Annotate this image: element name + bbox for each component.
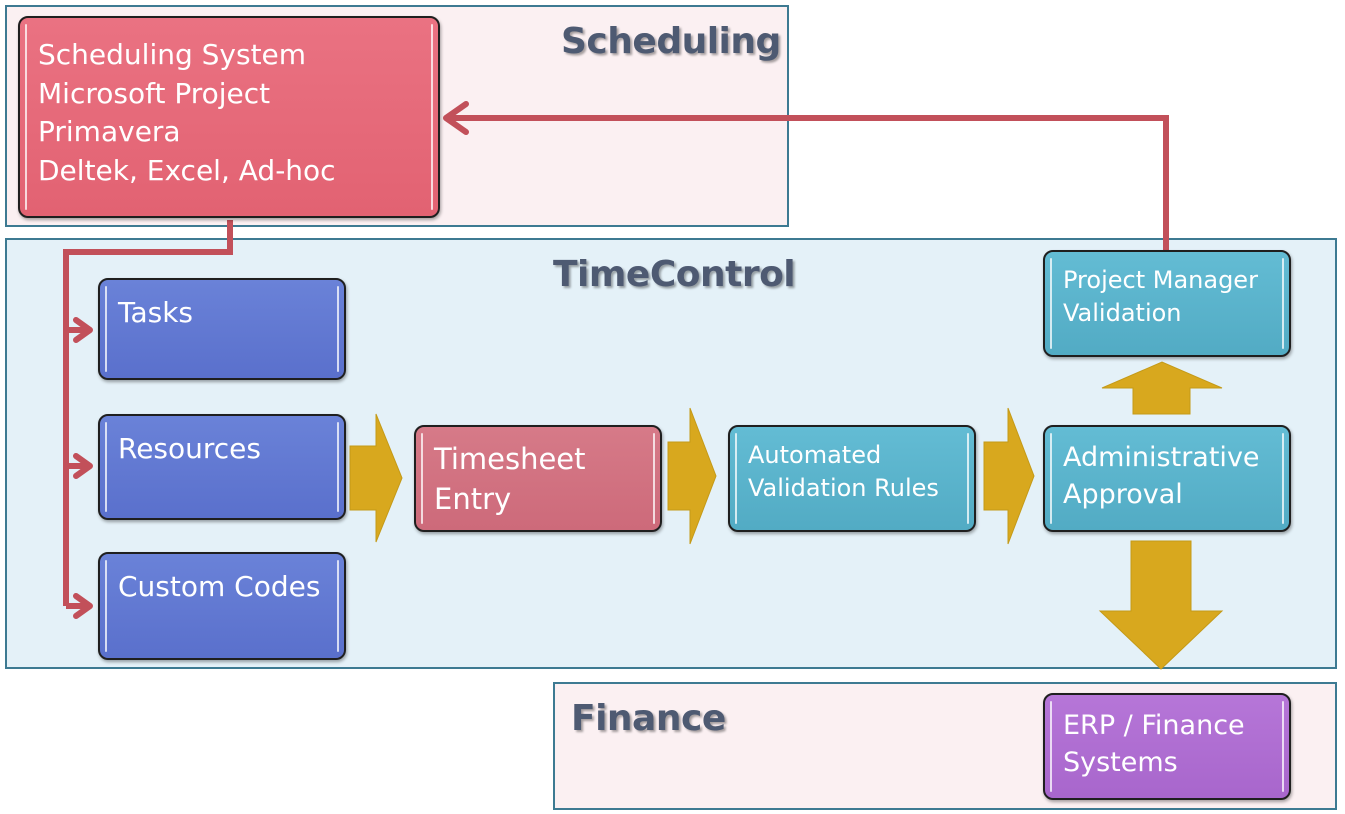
- scheduling-system-line-2: Microsoft Project: [38, 76, 271, 110]
- scheduling-feedback-arrowhead: [443, 101, 469, 135]
- automated-validation-line-1: Automated: [748, 441, 882, 469]
- approval-to-finance-arrow: [1098, 540, 1224, 670]
- resources-box: Resources: [98, 414, 346, 520]
- finance-title: Finance: [571, 698, 726, 739]
- administrative-approval-line-2: Approval: [1063, 479, 1183, 511]
- resources-label: Resources: [118, 432, 261, 465]
- custom-codes-label: Custom Codes: [118, 570, 321, 603]
- approval-to-pm-arrow: [1101, 361, 1223, 415]
- scheduling-system-box: Scheduling System Microsoft Project Prim…: [18, 16, 440, 218]
- timecontrol-title: TimeControl: [553, 254, 796, 295]
- scheduling-feed-line: [63, 220, 233, 606]
- resources-arrowhead: [73, 453, 93, 479]
- pm-validation-box: Project Manager Validation: [1043, 250, 1291, 357]
- timesheet-entry-box: Timesheet Entry: [414, 425, 662, 532]
- pm-feedback-connector: [443, 101, 1169, 250]
- administrative-approval-box: Administrative Approval: [1043, 425, 1291, 532]
- scheduling-system-line-3: Primavera: [38, 115, 181, 149]
- timesheet-to-validation-arrow: [667, 407, 717, 545]
- erp-finance-line-1: ERP / Finance: [1063, 710, 1245, 741]
- erp-finance-line-2: Systems: [1063, 747, 1178, 779]
- tasks-arrowhead: [73, 317, 93, 343]
- custom-codes-box: Custom Codes: [98, 552, 346, 660]
- tasks-box: Tasks: [98, 278, 346, 380]
- automated-validation-line-2: Validation Rules: [748, 474, 939, 503]
- timesheet-entry-line-1: Timesheet: [434, 442, 586, 476]
- erp-finance-box: ERP / Finance Systems: [1043, 693, 1291, 800]
- scheduling-system-line-1: Scheduling System: [38, 38, 307, 71]
- pm-validation-line-2: Validation: [1063, 299, 1182, 328]
- pm-validation-line-1: Project Manager: [1063, 266, 1258, 294]
- validation-to-approval-arrow: [983, 407, 1035, 545]
- scheduling-system-line-4: Deltek, Excel, Ad-hoc: [38, 153, 336, 187]
- scheduling-title: Scheduling: [561, 21, 781, 62]
- timesheet-entry-line-2: Entry: [434, 482, 512, 517]
- pm-feedback-line: [448, 115, 1169, 250]
- resources-to-timesheet-arrow: [349, 413, 403, 543]
- custom-codes-arrowhead: [73, 593, 93, 619]
- tasks-label: Tasks: [118, 296, 194, 329]
- automated-validation-box: Automated Validation Rules: [728, 425, 976, 532]
- administrative-approval-line-1: Administrative: [1063, 442, 1260, 473]
